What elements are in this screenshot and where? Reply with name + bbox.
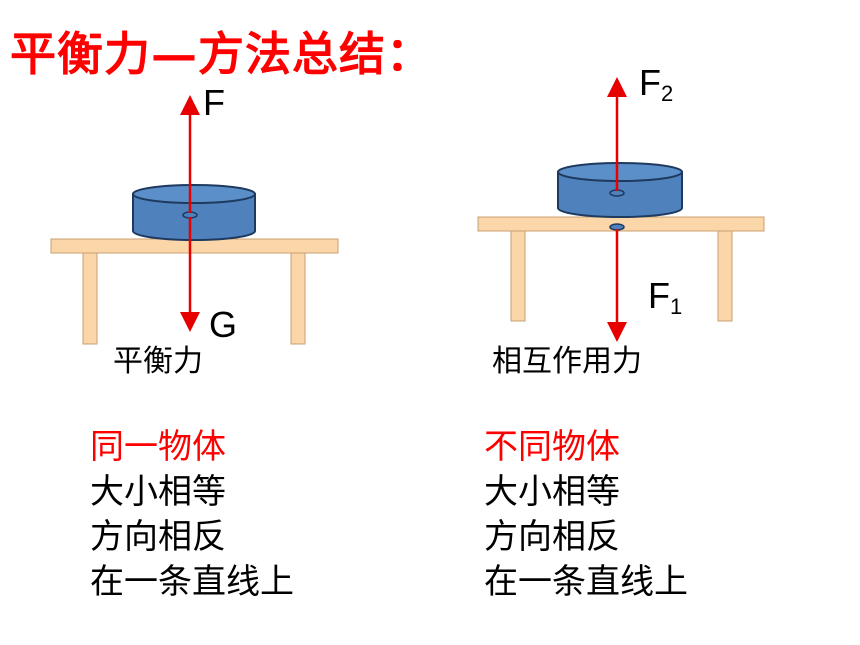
left-caption: 平衡力 [113, 344, 203, 379]
right-force-down-subscript: 1 [670, 294, 683, 319]
left-table-top [50, 238, 339, 254]
right-property-item: 在一条直线上 [484, 562, 688, 602]
right-property-item: 方向相反 [484, 517, 620, 557]
left-property-item: 在一条直线上 [90, 562, 294, 602]
left-object [132, 184, 256, 241]
right-force-down-letter: F [648, 275, 670, 316]
right-force-up-label: F2 [639, 62, 673, 107]
right-force-up-letter: F [639, 62, 661, 103]
page-title: 平衡力—方法总结： [10, 27, 433, 81]
left-property-item: 方向相反 [90, 517, 226, 557]
left-property-item: 大小相等 [90, 472, 226, 512]
left-property-item: 同一物体 [90, 427, 226, 467]
right-table-leg [717, 230, 733, 322]
right-object [557, 162, 683, 231]
left-properties: 同一物体 大小相等 方向相反 在一条直线上 [90, 425, 294, 605]
right-table [477, 216, 765, 322]
right-table-leg [510, 230, 526, 322]
right-force-down-label: F1 [648, 275, 682, 320]
right-caption: 相互作用力 [492, 344, 642, 379]
left-force-up-label: F [203, 82, 225, 123]
right-force-up-subscript: 2 [661, 81, 674, 106]
right-properties: 不同物体 大小相等 方向相反 在一条直线上 [484, 425, 688, 605]
left-table-leg [82, 252, 98, 345]
left-force-down-label: G [209, 304, 238, 345]
left-table-leg [290, 252, 306, 345]
right-property-item: 不同物体 [484, 427, 620, 467]
right-property-item: 大小相等 [484, 472, 620, 512]
left-table [50, 238, 339, 345]
